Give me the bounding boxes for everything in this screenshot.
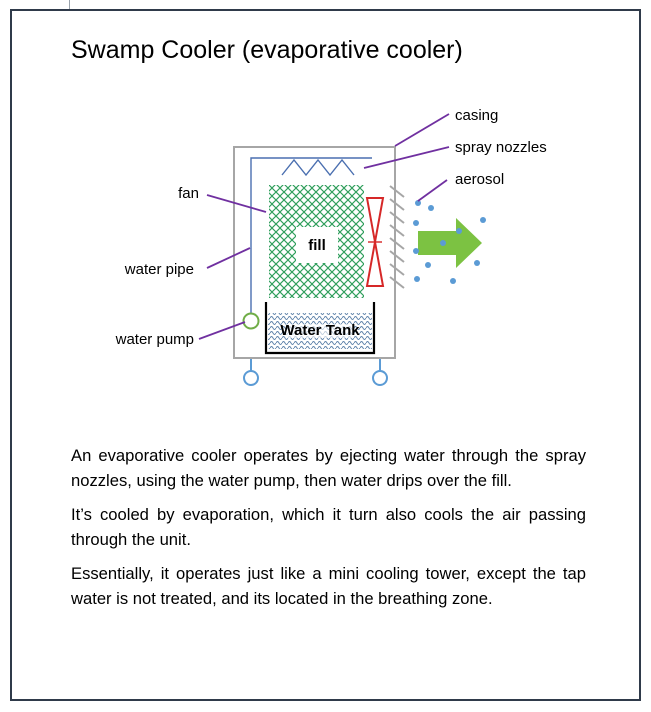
water-tank: [264, 302, 376, 355]
water-pump: [242, 312, 260, 330]
page-title: Swamp Cooler (evaporative cooler): [71, 36, 463, 64]
water-pipe-label: water pipe: [124, 261, 194, 278]
paragraph-1: An evaporative cooler operates by ejecti…: [71, 446, 586, 490]
casing-box: [233, 146, 396, 359]
top-edge-line: [69, 0, 70, 9]
leader-lines: [198, 113, 450, 340]
aerosol-droplets: [413, 200, 486, 284]
spray-nozzles: [281, 158, 355, 177]
fan-label: fan: [178, 185, 199, 202]
spray-nozzles-label: spray nozzles: [455, 139, 547, 156]
swamp-cooler-diagram: fill Water Tank: [115, 107, 547, 386]
casing-label: casing: [455, 107, 498, 124]
fill-label: fill: [308, 237, 326, 254]
wheels: [243, 359, 388, 386]
airflow-arrow: [418, 218, 482, 268]
aerosol-label: aerosol: [455, 171, 504, 188]
louvers: [389, 185, 405, 289]
paragraph-3: Essentially, it operates just like a min…: [71, 564, 586, 608]
description-text: An evaporative cooler operates by ejecti…: [71, 444, 586, 621]
water-pump-label: water pump: [115, 331, 194, 348]
paragraph-2: It’s cooled by evaporation, which it tur…: [71, 505, 586, 549]
slide-frame: [10, 9, 641, 701]
water-tank-label: Water Tank: [280, 322, 360, 339]
fan-blades: [365, 197, 385, 287]
